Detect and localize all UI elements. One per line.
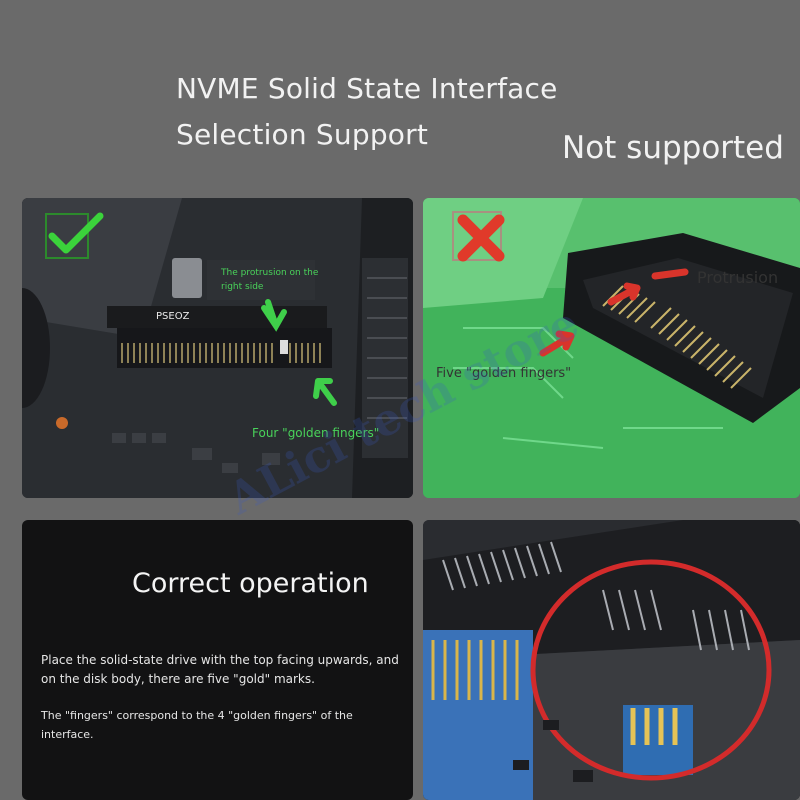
- motherboard-slot-illustration: [22, 198, 413, 498]
- callout-arrow-protrusion: [261, 299, 287, 332]
- correct-operation-panel: Correct operation Place the solid-state …: [22, 520, 413, 800]
- title-line-2: Selection Support: [176, 118, 429, 151]
- title-line-1: NVME Solid State Interface: [176, 72, 558, 105]
- cross-icon: [457, 214, 505, 262]
- operation-text-1: Place the solid-state drive with the top…: [41, 653, 399, 686]
- operation-text-2: The "fingers" correspond to the 4 "golde…: [41, 709, 353, 741]
- unsupported-interface-photo: Protrusion Five "golden fingers": [423, 198, 800, 498]
- not-supported-heading: Not supported: [562, 130, 784, 166]
- protrusion-callout-line-1: The protrusion on the: [221, 268, 319, 278]
- check-icon: [48, 212, 104, 254]
- callout-arrow-fingers: [313, 378, 337, 406]
- supported-interface-photo: PSEOZ The protrusion on the right side F…: [22, 198, 413, 498]
- red-arrow-top: [651, 268, 689, 280]
- highlight-circle: [530, 559, 772, 781]
- ssd-connector-illustration: [423, 198, 800, 498]
- page-title: NVME Solid State Interface Selection Sup…: [176, 66, 558, 158]
- protrusion-label: Protrusion: [697, 268, 779, 287]
- red-arrow-fingers: [539, 330, 575, 357]
- brand-label: PSEOZ: [156, 311, 190, 322]
- protrusion-callout: The protrusion on the right side: [221, 266, 318, 294]
- red-arrow-protrusion: [607, 282, 641, 306]
- protrusion-callout-line-2: right side: [221, 282, 264, 292]
- zoomed-connector-illustration: [423, 520, 800, 800]
- golden-fingers-callout: Four "golden fingers": [252, 426, 380, 440]
- zoomed-connector-photo: [423, 520, 800, 800]
- five-fingers-label: Five "golden fingers": [436, 366, 572, 381]
- operation-title: Correct operation: [132, 568, 369, 599]
